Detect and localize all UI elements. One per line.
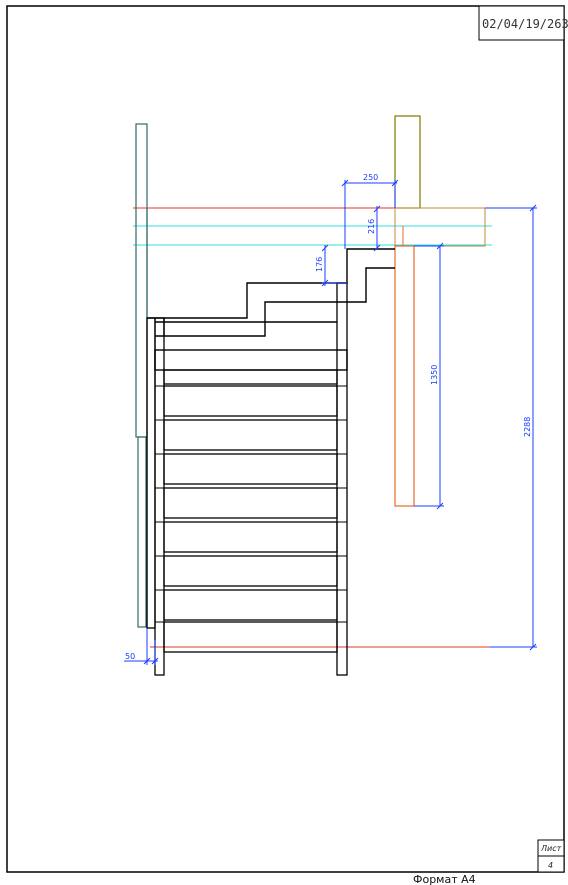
document-code: 02/04/19/263 — [482, 17, 568, 31]
dim-rise-top — [373, 205, 381, 252]
dim-offset-label: 50 — [125, 652, 135, 661]
tread — [163, 453, 338, 485]
tread — [163, 369, 338, 385]
format-label: Формат А4 — [413, 873, 476, 885]
tread — [163, 419, 338, 451]
column — [394, 115, 421, 209]
sheet-frame — [6, 5, 565, 873]
landing — [154, 349, 348, 371]
tread — [163, 521, 338, 553]
treads — [155, 369, 347, 653]
tread — [163, 589, 338, 621]
slab-block — [394, 207, 486, 247]
dim-tread-label: 250 — [363, 173, 378, 182]
sheet-number-box: Лист 4 — [537, 839, 565, 873]
sheet-label: Лист — [540, 844, 562, 853]
dim-rise-label: 176 — [315, 257, 324, 272]
document-code-stamp: 02/04/19/263 — [478, 5, 568, 41]
sheet-number: 4 — [548, 861, 553, 870]
support-post — [394, 245, 415, 507]
upper-steps — [147, 248, 395, 337]
dim-landing-height — [414, 242, 444, 510]
dim-tread — [341, 179, 399, 249]
dim-rise-top-label: 216 — [367, 219, 376, 234]
tread — [163, 487, 338, 519]
handrail — [135, 123, 148, 628]
dim-offset — [124, 628, 159, 665]
tread — [163, 385, 338, 417]
dim-total-height — [485, 204, 537, 651]
dim-total-height-label: 2288 — [523, 417, 532, 437]
dim-landing-height-label: 1350 — [430, 365, 439, 385]
stair-stringer-right — [336, 282, 348, 676]
stair-stringer-left — [146, 317, 165, 676]
tread — [163, 555, 338, 587]
dim-rise — [321, 244, 347, 287]
